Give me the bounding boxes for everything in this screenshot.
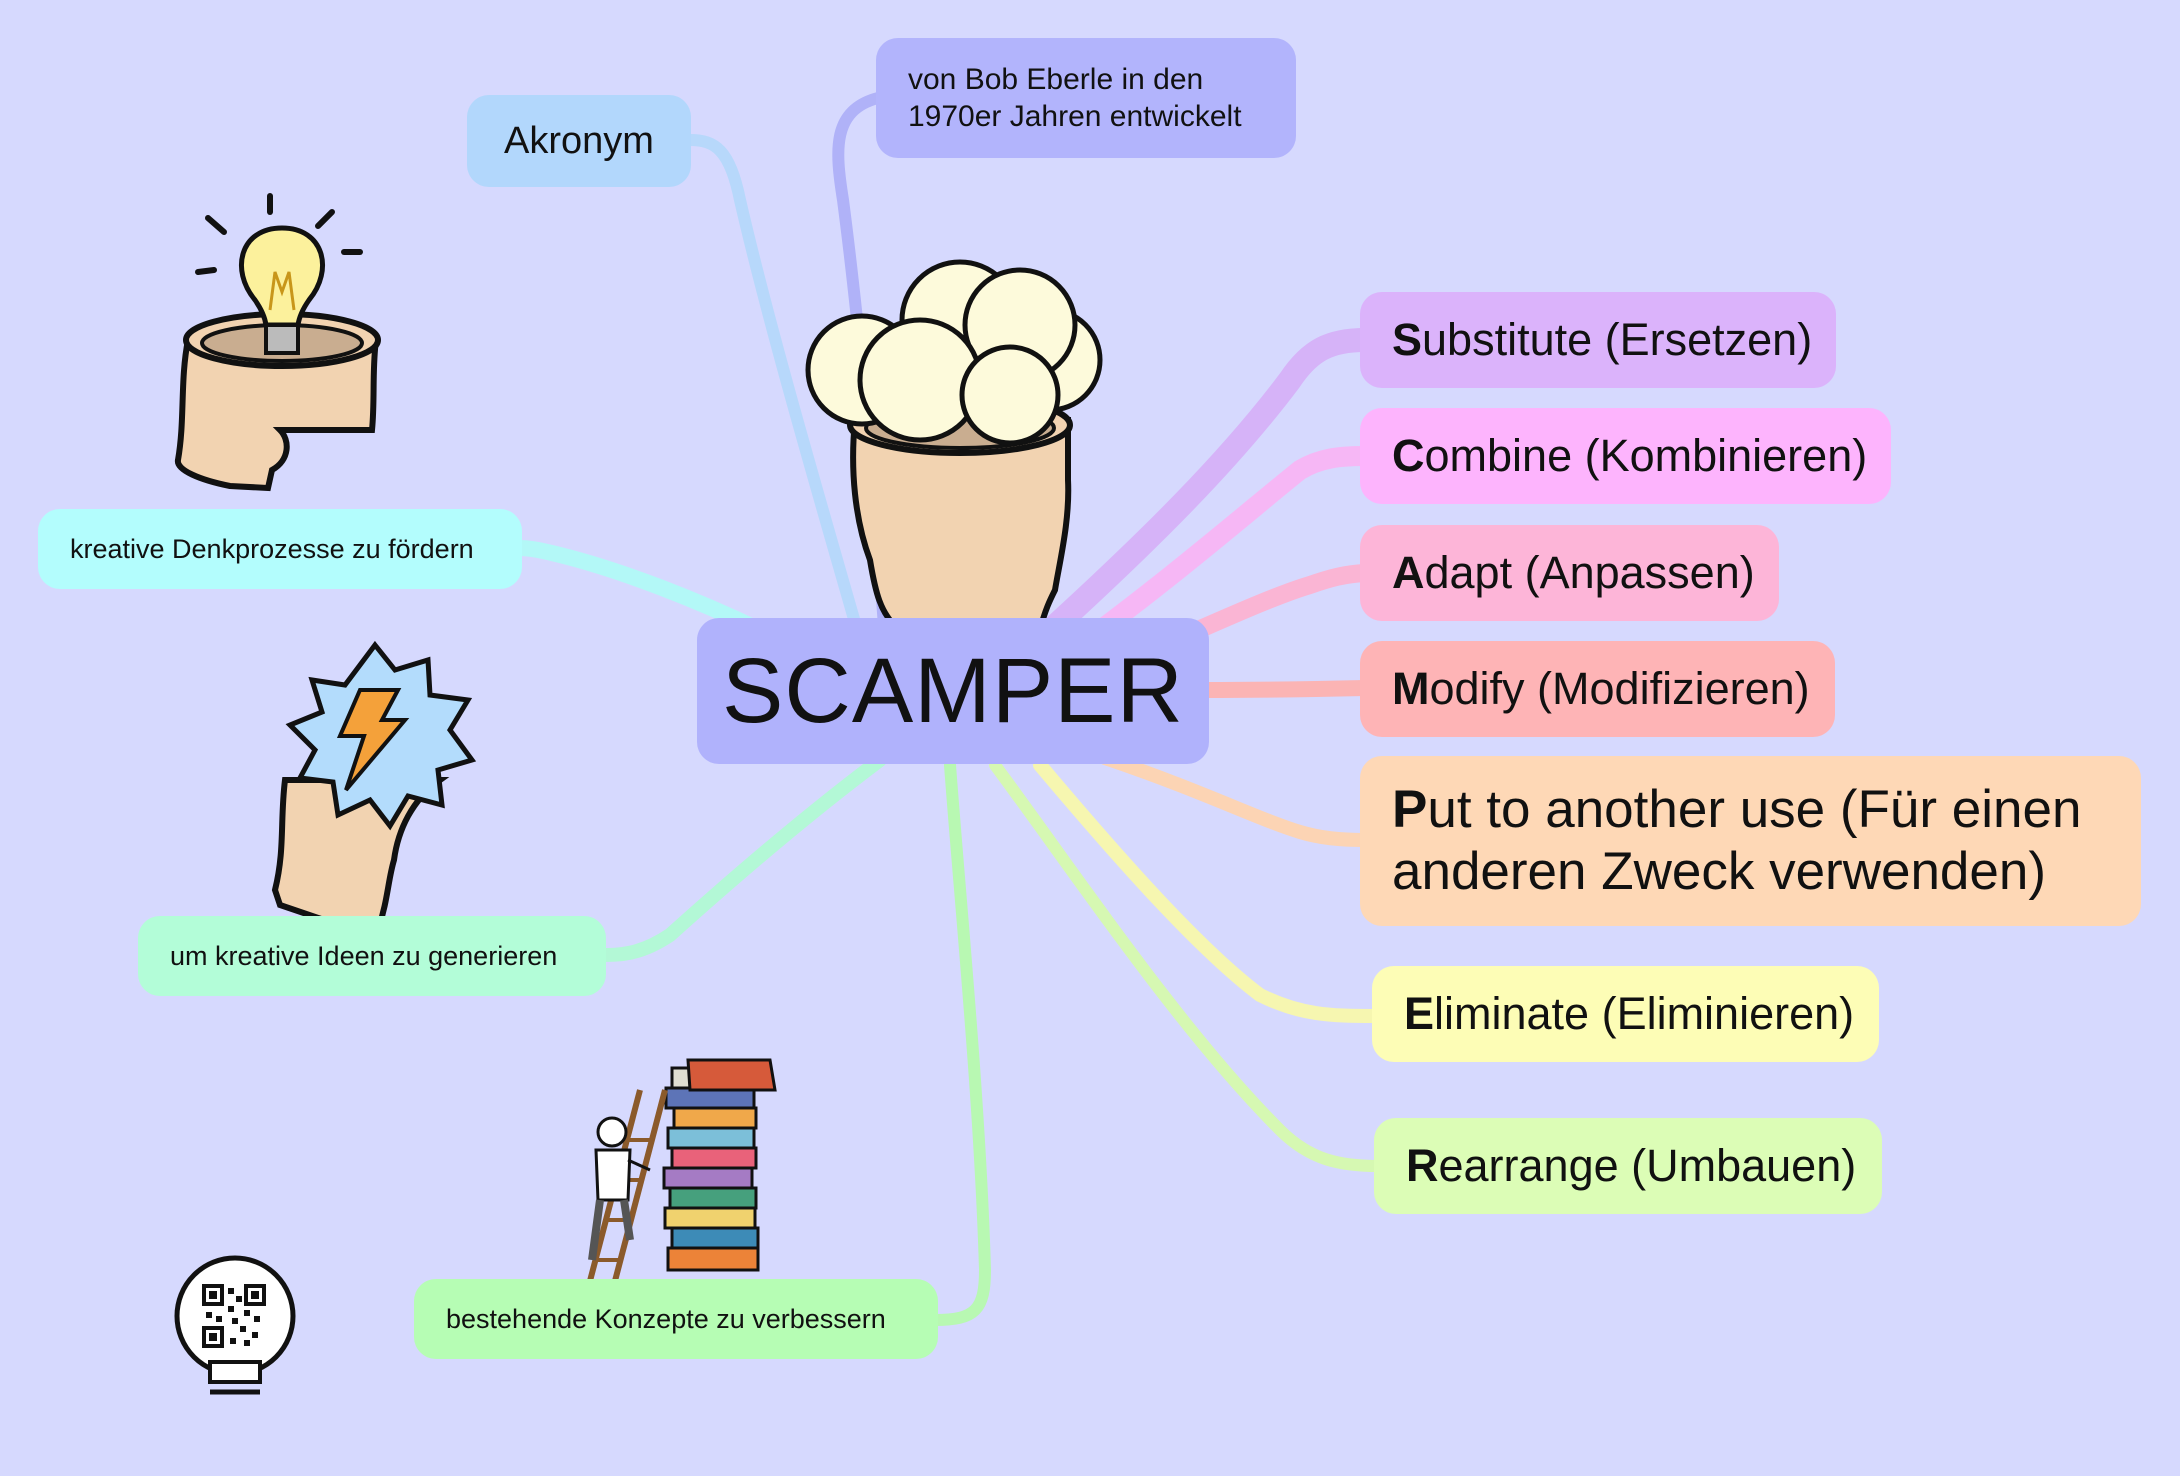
lightbulb-head-icon: [175, 193, 381, 492]
connector-purpose-1: [510, 540, 788, 648]
branch-label: ut to another use (Für einen anderen Zwe…: [1392, 780, 2082, 901]
note-purpose-improve-concepts[interactable]: bestehende Konzepte zu verbessern: [414, 1279, 938, 1359]
note-akronym-label: Akronym: [504, 119, 654, 162]
branch-label: ubstitute (Ersetzen): [1422, 314, 1813, 365]
central-topic[interactable]: SCAMPER: [697, 618, 1209, 764]
note-purpose-generate-ideas[interactable]: um kreative Ideen zu generieren: [138, 916, 606, 996]
branch-eliminate[interactable]: Eliminate (Eliminieren): [1372, 966, 1879, 1062]
connector-akronym: [684, 134, 866, 646]
lightning-head-icon: [271, 640, 477, 934]
branch-initial: C: [1392, 430, 1425, 481]
note-purpose-label: bestehende Konzepte zu verbessern: [446, 1303, 886, 1334]
connector-substitute: [1028, 328, 1377, 652]
note-purpose-label: um kreative Ideen zu generieren: [170, 940, 558, 971]
branch-rearrange[interactable]: Rearrange (Umbauen): [1374, 1118, 1882, 1214]
qr-code-icon: [174, 1255, 296, 1395]
note-origin-label: von Bob Eberle in den 1970er Jahren entw…: [908, 63, 1242, 133]
branch-combine[interactable]: Combine (Kombinieren): [1360, 408, 1891, 504]
branch-initial: A: [1392, 547, 1425, 598]
note-purpose-label: kreative Denkprozesse zu fördern: [70, 533, 474, 564]
connector-rearrange: [989, 759, 1384, 1172]
connector-eliminate: [1033, 758, 1382, 1023]
connector-modify: [1197, 680, 1373, 698]
branch-put-to-another-use[interactable]: Put to another use (Für einen anderen Zw…: [1360, 756, 2141, 926]
connector-put: [1098, 751, 1372, 847]
branch-modify[interactable]: Modify (Modifizieren): [1360, 641, 1835, 737]
note-origin[interactable]: von Bob Eberle in den 1970er Jahren entw…: [876, 38, 1296, 158]
branch-label: odify (Modifizieren): [1429, 663, 1810, 714]
branch-label: liminate (Eliminieren): [1434, 988, 1855, 1039]
branch-label: dapt (Anpassen): [1424, 547, 1755, 598]
ladder-books-icon: [582, 1058, 777, 1301]
branch-initial: S: [1392, 314, 1423, 365]
branch-label: earrange (Umbauen): [1438, 1140, 1857, 1191]
connector-combine: [1050, 446, 1375, 670]
note-akronym[interactable]: Akronym: [467, 95, 691, 187]
branch-initial: R: [1406, 1140, 1439, 1191]
central-topic-label: SCAMPER: [722, 639, 1184, 742]
branch-initial: P: [1392, 780, 1428, 839]
branch-adapt[interactable]: Adapt (Anpassen): [1360, 525, 1779, 621]
branch-substitute[interactable]: Substitute (Ersetzen): [1360, 292, 1836, 388]
branch-initial: M: [1392, 663, 1430, 714]
connector-purpose-2: [593, 753, 887, 962]
branch-initial: E: [1404, 988, 1435, 1039]
thought-bubbles-head-icon: [805, 259, 1103, 633]
branch-label: ombine (Kombinieren): [1424, 430, 1868, 481]
connector-purpose-3: [929, 759, 992, 1326]
note-purpose-creative-thinking[interactable]: kreative Denkprozesse zu fördern: [38, 509, 522, 589]
